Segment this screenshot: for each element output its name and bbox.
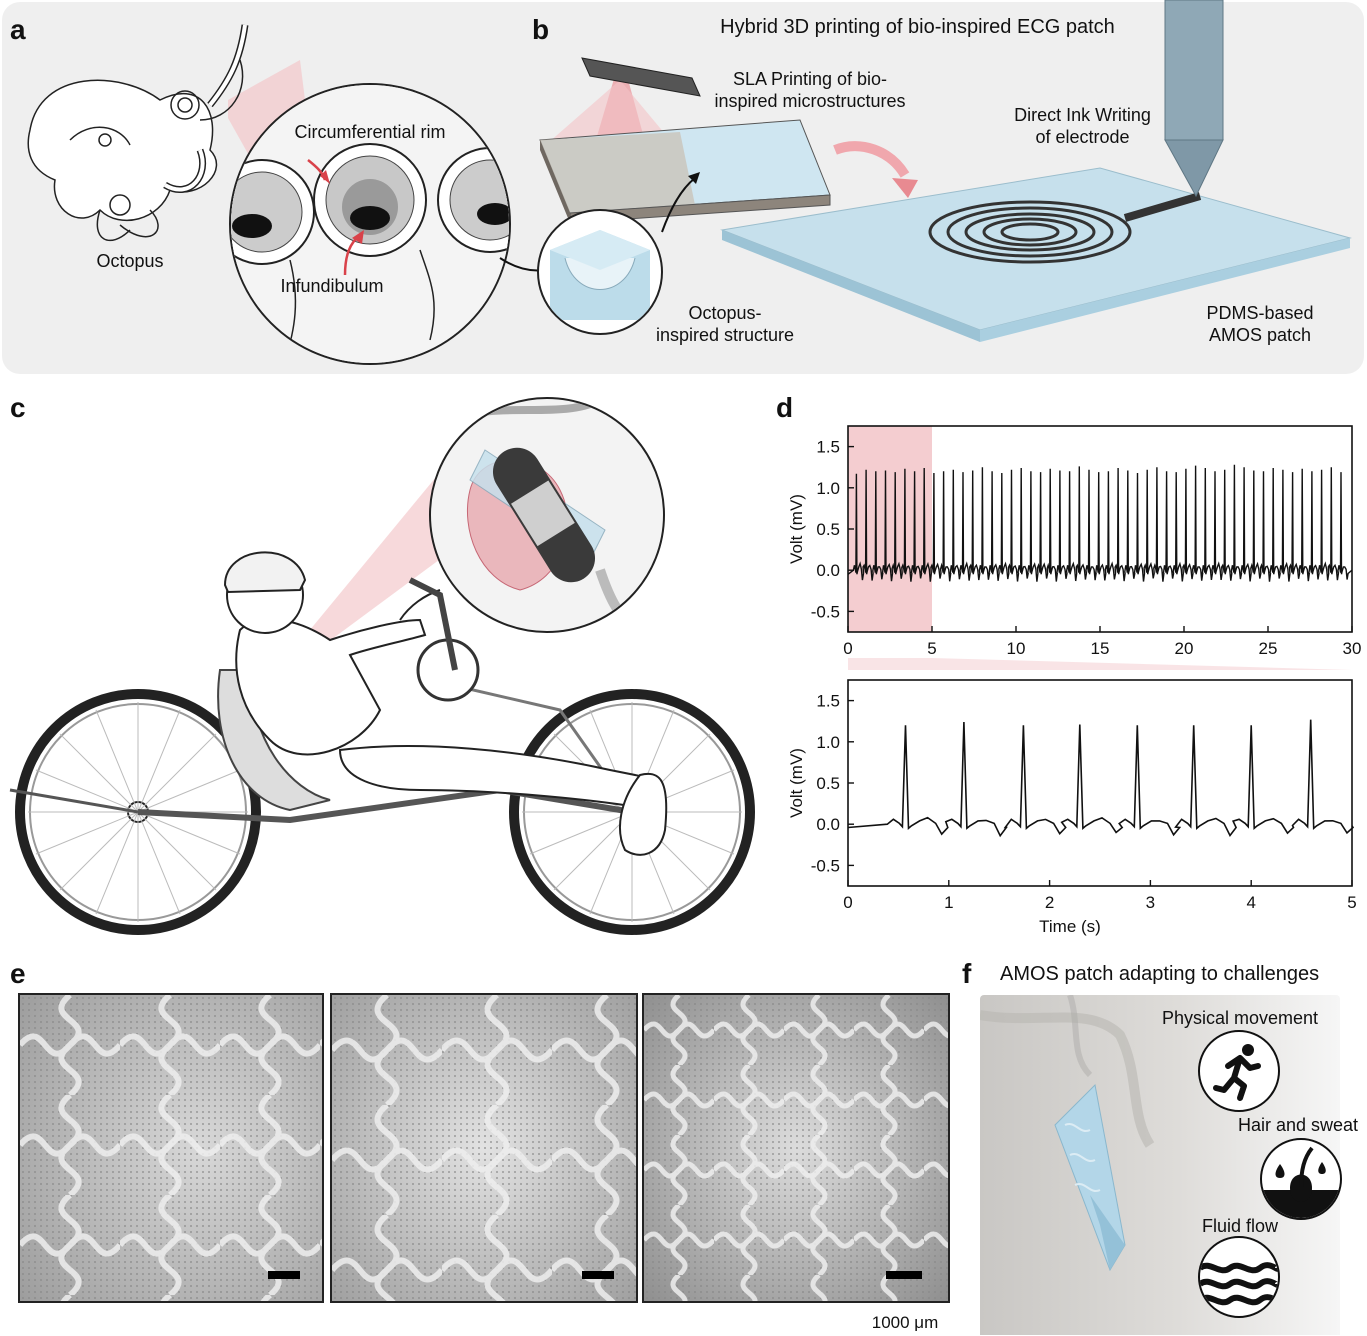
chart1-x-tick-label: 25 xyxy=(1259,639,1278,658)
octopus-structure-label-line2: inspired structure xyxy=(655,325,795,345)
panel-a-letter: a xyxy=(10,14,26,45)
scale-bar-label: 1000 μm xyxy=(871,1313,939,1332)
micrograph-2 xyxy=(330,993,638,1303)
panel-b-title: Hybrid 3D printing of bio-inspired ECG p… xyxy=(720,16,1115,38)
infundibulum-label: Infundibulum xyxy=(280,276,384,296)
sla-label-line2: inspired microstructures xyxy=(714,91,906,111)
hair-sweat-drop-icon xyxy=(1260,1138,1342,1220)
chart2-x-tick-label: 1 xyxy=(944,893,953,912)
panel-c-illustration xyxy=(9,397,755,935)
ecg-chart-30s: 0 5 10 15 20 25 30 -0.5 0.0 0.5 1.0 1.5 Volt (mV) xyxy=(787,425,1362,670)
spiral-electrode xyxy=(928,200,1132,264)
chart2-y-tick-label: 1.5 xyxy=(816,692,840,711)
chart2-x-tick-label: 0 xyxy=(843,893,852,912)
chart2-x-tick-label: 2 xyxy=(1045,893,1054,912)
chart1-y-tick-label: 0.5 xyxy=(816,520,840,539)
sucker-right xyxy=(437,147,509,253)
octopus-structure-label-line1: Octopus- xyxy=(688,303,762,323)
micrograph-3 xyxy=(642,993,950,1303)
pdms-label-line2: AMOS patch xyxy=(1208,325,1312,345)
diw-nozzle-barrel xyxy=(1164,0,1224,141)
chart2-trace xyxy=(847,719,1355,838)
handlebar xyxy=(408,577,458,671)
hair-and-sweat-label: Hair and sweat xyxy=(1237,1115,1359,1135)
chart2-y-tick-label: 0.5 xyxy=(816,774,840,793)
chart2-y-tick-label: 1.0 xyxy=(816,733,840,752)
diw-label-line1: Direct Ink Writing xyxy=(1014,105,1151,125)
panel-c-letter: c xyxy=(10,392,26,423)
running-person-icon xyxy=(1198,1030,1280,1112)
chart1-y-tick-label: -0.5 xyxy=(811,602,840,621)
panel-f-title: AMOS patch adapting to challenges xyxy=(1000,963,1320,985)
bike-frame xyxy=(137,786,633,824)
chart1-y-tick-label: 1.0 xyxy=(816,479,840,498)
pdms-label-line1: PDMS-based xyxy=(1206,303,1314,323)
chart2-x-tick-label: 3 xyxy=(1146,893,1155,912)
scale-bar-3 xyxy=(886,1271,922,1279)
transfer-arrow xyxy=(833,141,910,178)
to-structure-arrow xyxy=(499,257,540,272)
chart2-x-tick-label: 5 xyxy=(1347,893,1356,912)
front-wheel xyxy=(509,689,755,935)
panel-f-letter: f xyxy=(962,958,972,989)
fluid-flow-label: Fluid flow xyxy=(1201,1216,1279,1236)
panel-b-letter: b xyxy=(532,14,550,45)
structure-to-vat-arrow xyxy=(661,177,696,233)
chart2-frame xyxy=(847,679,1353,887)
fluid-wave-icon xyxy=(1198,1236,1280,1318)
serpentine-pattern-2 xyxy=(332,995,636,1301)
chart1-highlight xyxy=(848,426,932,632)
octopus-label: Octopus xyxy=(96,251,164,271)
rider-drawing xyxy=(223,551,668,856)
scale-bar-1 xyxy=(268,1271,300,1279)
skin-contour xyxy=(980,995,1155,1272)
chart1-y-tick-label: 1.5 xyxy=(816,438,840,457)
chart2-x-tick-label: 4 xyxy=(1246,893,1255,912)
sucker-center xyxy=(313,143,427,257)
diw-nozzle-tip xyxy=(1164,139,1224,198)
scale-bar-2 xyxy=(582,1271,614,1279)
ecg-chart-5s: 0 1 2 3 4 5 -0.5 0.0 0.5 1.0 1.5 Volt (mV) Time (s… xyxy=(787,679,1357,936)
chart1-x-tick-label: 20 xyxy=(1175,639,1194,658)
chart1-x-tick-label: 5 xyxy=(927,639,936,658)
panel-a-illustration xyxy=(27,24,540,365)
sucker-left xyxy=(231,159,315,265)
chart1-x-tick-label: 15 xyxy=(1091,639,1110,658)
chart2-xlabel: Time (s) xyxy=(1039,917,1101,936)
chart1-y-tick-label: 0.0 xyxy=(816,561,840,580)
octopus-drawing xyxy=(27,24,249,241)
chart1-x-tick-label: 10 xyxy=(1007,639,1026,658)
physical-movement-label: Physical movement xyxy=(1161,1008,1319,1028)
micrograph-1 xyxy=(18,993,324,1303)
chart1-ylabel: Volt (mV) xyxy=(787,494,806,564)
diw-label-line2: of electrode xyxy=(1035,127,1130,147)
panel-e-letter: e xyxy=(10,958,26,989)
chart1-x-tick-label: 30 xyxy=(1343,639,1362,658)
serpentine-pattern-3 xyxy=(644,995,948,1301)
chart1-x-tick-label: 0 xyxy=(843,639,852,658)
sla-build-plate xyxy=(581,57,701,97)
serpentine-pattern-1 xyxy=(20,995,322,1301)
helmet xyxy=(223,551,307,594)
circumferential-rim-label: Circumferential rim xyxy=(294,122,446,142)
chart2-y-tick-label: -0.5 xyxy=(811,856,840,875)
chart2-ylabel: Volt (mV) xyxy=(787,748,806,818)
panel-b-illustration xyxy=(537,0,1352,342)
chart1-trace xyxy=(847,464,1353,582)
chart1-zoom-fan xyxy=(848,658,1352,670)
sla-label-line1: SLA Printing of bio- xyxy=(732,69,888,89)
panel-d-letter: d xyxy=(776,392,794,423)
chart2-y-tick-label: 0.0 xyxy=(816,815,840,834)
